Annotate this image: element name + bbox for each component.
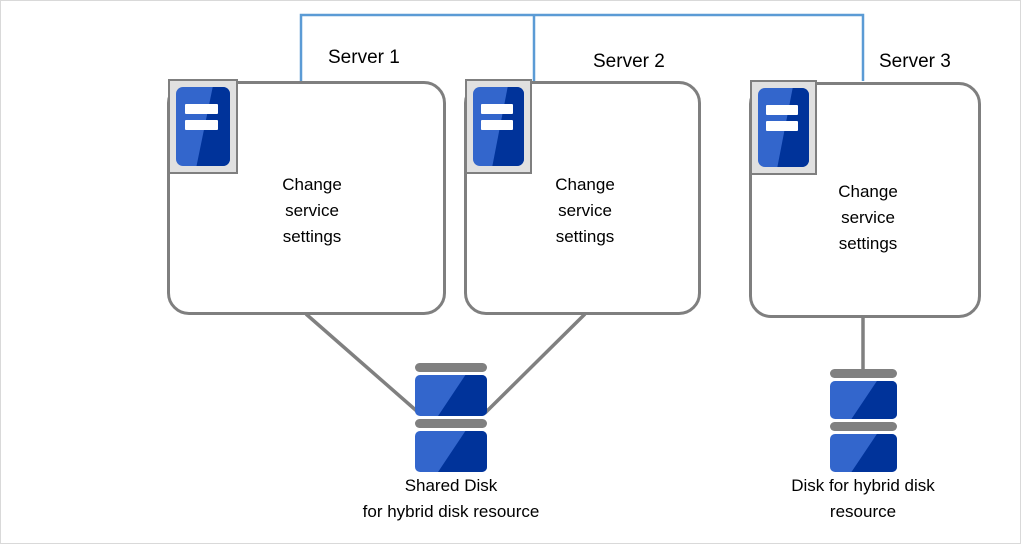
server-box-3[interactable]: Change service settings [749,82,981,318]
platter-shadow [438,375,487,416]
server-1-body-text: Change service settings [282,175,342,246]
server-label-1: Server 1 [328,47,400,68]
platter-shadow [438,431,487,472]
disk-rail [830,369,897,378]
chip-bar-top [184,103,219,114]
connector-server2-shared-disk [483,312,587,415]
disk-rail [830,422,897,431]
disk-rail [415,363,487,372]
server-icon-2 [465,79,532,174]
shared-disk-caption: Shared Disk for hybrid disk resource [362,476,540,521]
server-label-3: Server 3 [879,51,951,72]
disk-rail [415,419,487,428]
platter-shadow [851,434,897,472]
disk-platter [830,434,897,472]
server-2-body-text: Change service settings [555,175,615,246]
disk-platter [415,431,487,472]
server-chip [473,87,524,166]
server-label-2: Server 2 [593,51,665,72]
local-disk-caption: Disk for hybrid disk resource [791,476,935,521]
chip-bar-top [481,103,513,114]
chip-bar-bottom [766,121,798,132]
disk-platter [415,375,487,416]
server-chip [758,88,809,167]
server-icon-3 [750,80,817,175]
platter-shadow [851,381,897,419]
shared-disk-icon [415,363,487,472]
chip-bar-bottom [481,120,513,131]
chip-bar-top [766,104,798,115]
server-chip [176,87,230,166]
connector-server1-shared-disk [304,312,421,415]
server-icon-1 [168,79,238,174]
chip-bar-bottom [184,120,219,131]
disk-platter [830,381,897,419]
local-disk-icon [830,369,897,472]
server-3-body-text: Change service settings [838,182,898,253]
